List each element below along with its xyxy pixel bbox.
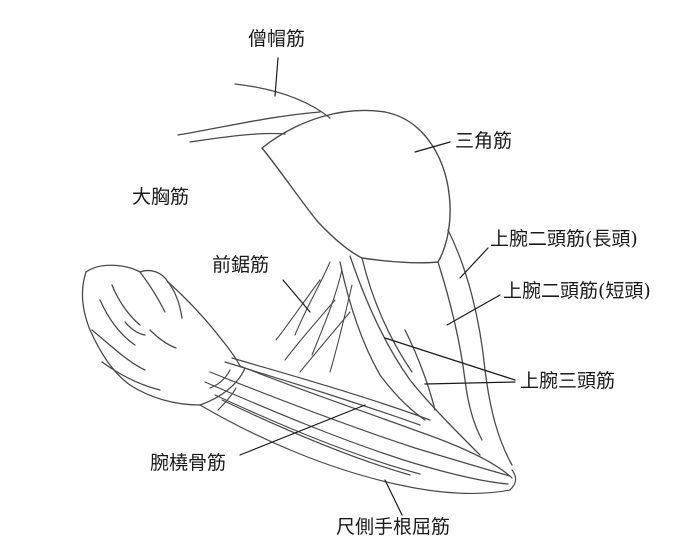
label-serratus-anterior: 前鋸筋 (212, 254, 270, 276)
leader-lines (239, 57, 516, 516)
leader-trapezius (274, 57, 279, 97)
serratus-sketch (275, 261, 353, 373)
label-triceps: 上腕三頭筋 (520, 370, 616, 392)
leader-triceps-b (424, 381, 516, 385)
leader-biceps-long (459, 247, 489, 279)
label-deltoid: 三角筋 (455, 130, 513, 152)
label-biceps-short-head: 上腕二頭筋(短頭) (503, 280, 651, 302)
leader-biceps-short (446, 294, 501, 326)
forearm-sketch (199, 357, 517, 495)
label-trapezius: 僧帽筋 (248, 28, 306, 50)
leader-triceps-a (384, 337, 516, 381)
label-brachioradialis: 腕橈骨筋 (150, 452, 227, 474)
leader-serratus (282, 279, 311, 313)
trapezius-sketch (177, 83, 331, 143)
upper-arm-sketch (339, 229, 513, 466)
label-biceps-long-head: 上腕二頭筋(長頭) (490, 228, 638, 250)
label-flexor-carpi-ulnaris: 尺側手根屈筋 (336, 516, 451, 538)
leader-flexor-carpi-ulnaris (384, 479, 403, 516)
deltoid-sketch (261, 109, 451, 264)
hand-sketch (81, 264, 246, 406)
leader-brachioradialis (239, 404, 366, 456)
leader-deltoid (414, 141, 451, 153)
label-pectoralis-major: 大胸筋 (132, 186, 190, 208)
